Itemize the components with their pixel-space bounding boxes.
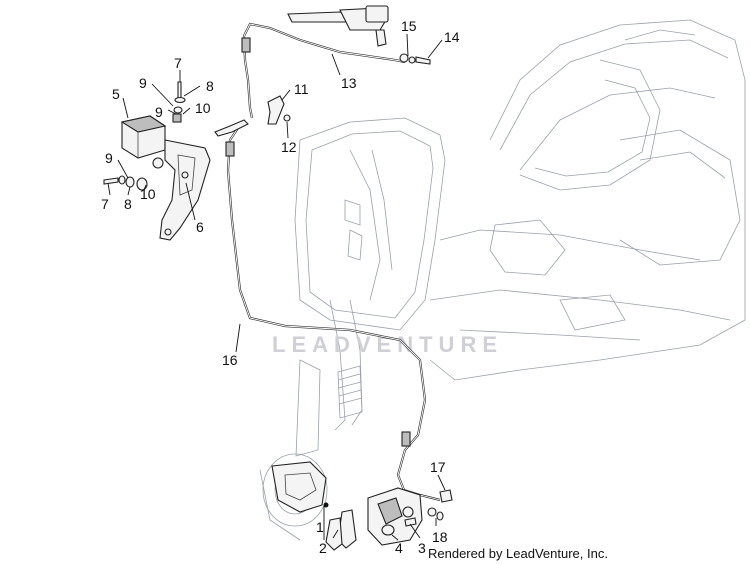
callout-7-bottom: 7	[101, 196, 109, 212]
callout-13: 13	[341, 75, 357, 91]
callout-9-middle: 9	[155, 104, 163, 120]
callout-9-top: 9	[139, 75, 147, 91]
callout-15: 15	[401, 18, 417, 34]
callout-6: 6	[196, 219, 204, 235]
brake-lever-master-cylinder	[241, 5, 431, 119]
brake-disc-caliper	[262, 453, 453, 551]
reference-dot	[323, 502, 329, 508]
callout-2: 2	[319, 540, 327, 556]
callout-8-top: 8	[206, 78, 214, 94]
callout-10-top: 10	[195, 100, 211, 116]
callout-11: 11	[294, 81, 309, 97]
callout-17: 17	[430, 459, 446, 475]
scooter-body-outline	[259, 19, 746, 541]
callout-16: 16	[222, 352, 238, 368]
callout-18: 18	[432, 529, 448, 545]
callout-9-bottom: 9	[105, 150, 113, 166]
callout-5: 5	[112, 86, 120, 102]
watermark-text: LEADVENTURE	[272, 332, 503, 357]
callout-12: 12	[281, 139, 297, 155]
callout-8-bottom: 8	[124, 196, 132, 212]
leader-lines	[107, 33, 446, 541]
callout-10-bottom: 10	[140, 186, 156, 202]
callout-4: 4	[395, 540, 403, 556]
callout-7-top: 7	[174, 55, 182, 71]
callout-14: 14	[444, 29, 460, 45]
callout-3: 3	[418, 540, 426, 556]
callout-1: 1	[316, 519, 324, 535]
callout-numbers: 1 2 3 4 5 6 7 7 8 8 9 9 9 10 10 11 12 13…	[101, 18, 460, 556]
hose-clip	[267, 95, 291, 125]
abs-modulator-and-bracket	[103, 81, 211, 241]
brake-hose	[214, 119, 441, 502]
credit-footer: Rendered by LeadVenture, Inc.	[428, 546, 608, 561]
